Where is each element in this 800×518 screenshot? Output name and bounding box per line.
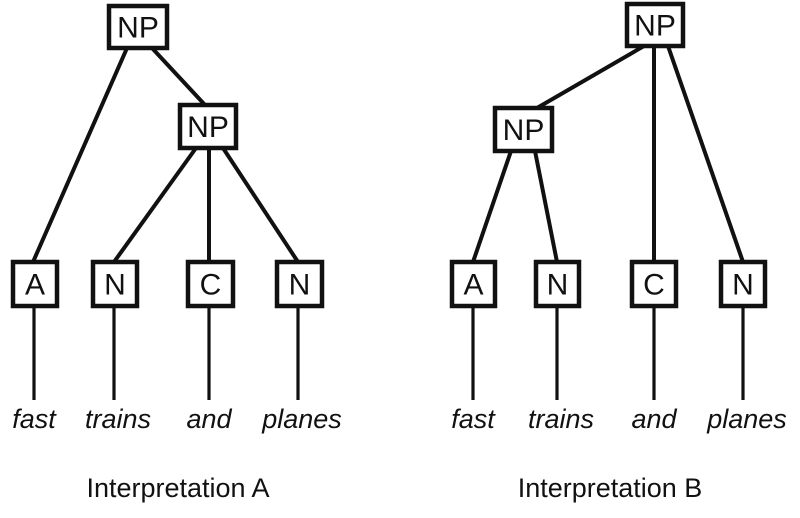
tree-edges [31,46,300,264]
node-label-cA: C [200,269,222,302]
node-label-npB: NP [503,114,545,147]
node-label-npA: NP [187,111,229,144]
leaf-word-trains: trains [528,404,594,434]
node-box-n1A [90,259,140,309]
tree-leaves: fast trains and planes [12,306,342,434]
node-cB[interactable]: C [629,259,679,309]
leaf-word-fast: fast [451,404,496,434]
node-n2B[interactable]: N [718,259,768,309]
node-label-n2B: N [732,269,754,302]
node-npB[interactable]: NP [492,105,555,154]
node-box-rootA [106,3,170,51]
node-label-cB: C [643,269,665,302]
node-aA[interactable]: A [10,259,60,309]
edge-npB-to-aB [471,150,513,263]
edge-npA-to-n1A [112,146,198,264]
node-n2A[interactable]: N [274,259,325,309]
node-label-aB: A [463,269,483,302]
edge-rootB-to-n2B [666,45,745,263]
node-label-n1B: N [547,269,569,302]
node-label-aA: A [25,269,45,302]
tree-nodes: NP NP A N C N [10,3,325,309]
node-n1B[interactable]: N [533,259,582,309]
node-label-n1A: N [104,269,126,302]
leaf-word-and: and [186,404,232,434]
node-box-cA [185,259,236,309]
node-label-rootB: NP [634,10,676,43]
caption-interpretation-b: Interpretation B [518,473,703,503]
node-rootB[interactable]: NP [624,1,686,49]
edge-npA-to-n2A [221,146,300,264]
node-n1A[interactable]: N [90,259,140,309]
tree-interpretation-b: fast trains and planes NP NP A N C N Interpretatio… [449,1,787,503]
edge-npB-to-n1B [533,150,559,263]
node-cA[interactable]: C [185,259,236,309]
node-label-n2A: N [289,269,311,302]
leaf-word-fast: fast [12,404,57,434]
node-box-aA [10,259,60,309]
node-box-n2B [718,259,768,309]
edge-rootA-to-npA [150,46,207,107]
tree-nodes: NP NP A N C N [449,1,768,309]
node-aB[interactable]: A [449,259,498,309]
node-box-aB [449,259,498,309]
leaf-word-and: and [631,404,677,434]
leaf-word-planes: planes [261,404,342,434]
edge-rootA-to-aA [31,47,129,263]
node-box-npB [492,105,555,154]
node-label-rootA: NP [117,12,159,45]
node-box-npA [177,102,239,151]
node-box-n1B [533,259,582,309]
caption-interpretation-a: Interpretation A [86,473,269,503]
node-box-cB [629,259,679,309]
tree-interpretation-a: fast trains and planes NP NP A N C N Interpretatio… [10,3,342,503]
tree-edges [471,44,745,263]
edge-rootB-to-npB [535,44,646,110]
node-box-n2A [274,259,325,309]
leaf-word-trains: trains [85,404,151,434]
node-box-rootB [624,1,686,49]
tree-leaves: fast trains and planes [451,306,787,434]
node-npA[interactable]: NP [177,102,239,151]
node-rootA[interactable]: NP [106,3,170,51]
leaf-word-planes: planes [706,404,787,434]
